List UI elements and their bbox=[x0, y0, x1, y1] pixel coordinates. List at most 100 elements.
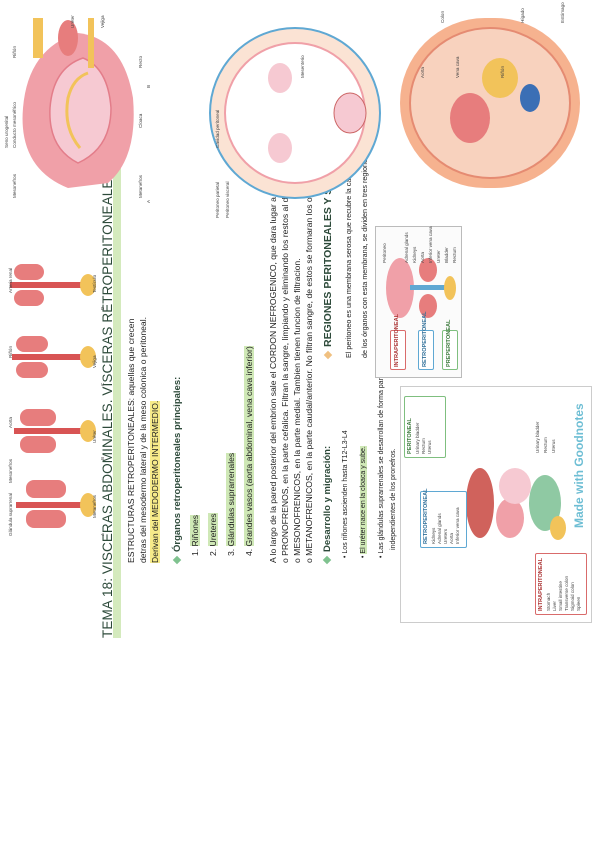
regions-organs-illustration bbox=[386, 258, 456, 318]
organ-item-3: 3. Glándulas suprarrenales bbox=[226, 452, 237, 556]
d1-label-6: Vejiga bbox=[92, 355, 97, 368]
d3-label-6: Ureter bbox=[436, 250, 441, 263]
retro-item-5: Inferior vena cava bbox=[455, 507, 460, 544]
d5-label-1: Peritoneo parietal bbox=[215, 181, 220, 218]
dev-bullet-2-text: El uréter nace en la cloaca y sube. bbox=[360, 446, 367, 554]
stage-letter-c: C bbox=[100, 382, 105, 386]
d3-label-5: Inferior vena cava bbox=[428, 226, 433, 263]
stage-a bbox=[16, 480, 96, 528]
stage-c bbox=[12, 336, 96, 378]
dev-bullet-3-cont: independientes de los pronefros. bbox=[390, 448, 397, 550]
d2-label-5: Conducto mesonéfrico bbox=[12, 102, 17, 148]
organ-text-2: Ureteres bbox=[208, 513, 218, 547]
d2-label-7: Recto bbox=[138, 55, 143, 68]
dev-bullet-1: • Los riñones ascienden hasta T12-L3-L4 bbox=[342, 430, 349, 558]
kidney-migration-diagram bbox=[10, 264, 96, 528]
abdominal-cross-section-diagram bbox=[209, 18, 580, 199]
intraperitoneal-label: INTRAPERITONEAL bbox=[394, 313, 400, 367]
d2-label-1: Mesonefros bbox=[12, 173, 17, 198]
d5-label-10: Estómago bbox=[560, 2, 565, 23]
d2-label-9: Vejiga bbox=[100, 15, 105, 28]
d3-label-1: Peritoneo bbox=[382, 243, 387, 263]
stage-letter-a: A bbox=[100, 532, 105, 536]
retro-item-3: Ureters bbox=[443, 528, 448, 544]
organs-heading: Órganos retroperitoneales principales: bbox=[172, 376, 183, 565]
d2-letter-b: B bbox=[146, 84, 151, 88]
d2-label-6: Seno urogenital bbox=[4, 115, 9, 148]
d1-label-2: Mesonefros bbox=[8, 458, 13, 483]
d5-label-4: Mesenterio bbox=[300, 55, 305, 78]
dev-bullet-2: • El uréter nace en la cloaca y sube. bbox=[360, 446, 367, 558]
d5-label-7: Riñón bbox=[500, 65, 505, 78]
intro-line-3: Derivan del MEDODERMO INTERMEDIO. bbox=[150, 400, 161, 563]
retro-list-title: RETROPERITONEAL bbox=[423, 488, 429, 544]
d3-label-4: Aorta bbox=[420, 252, 425, 263]
diamond-bullet-icon bbox=[323, 350, 333, 360]
stage-d bbox=[10, 264, 96, 306]
d1-label-1: Glándula suprarrenal bbox=[8, 493, 13, 536]
d1-label-4: Uréter bbox=[92, 430, 97, 443]
organ-num-2: 2. bbox=[208, 548, 218, 556]
development-heading-text: Desarrollo y migración: bbox=[322, 445, 333, 552]
organ-num-3: 3. bbox=[226, 548, 236, 556]
organ-item-2: 2. Ureteres bbox=[208, 513, 219, 556]
d3-label-7: Bladder bbox=[444, 247, 449, 263]
d5-label-9: Hígado bbox=[520, 8, 525, 23]
intra-item-4: Transverse colon bbox=[564, 575, 569, 611]
preperitoneal-label: PREPERITONEAL bbox=[446, 319, 452, 367]
intra-item-2: Liver bbox=[552, 601, 557, 611]
organs-heading-text: Órganos retroperitoneales principales: bbox=[172, 376, 183, 552]
organ-text-1: Riñones bbox=[190, 514, 200, 547]
peri-item-1: Urinary bladder bbox=[415, 422, 420, 454]
intro-line-2: detras del mesodermo lateral y de la mes… bbox=[138, 316, 148, 563]
diamond-bullet-icon bbox=[323, 555, 332, 565]
intra-item-5: Sigmoid colon bbox=[570, 582, 575, 611]
d1-label-9: Arteria renal bbox=[8, 267, 13, 293]
organ-text-4: Grandes vasos (aorta abdominal, vena cav… bbox=[244, 346, 254, 547]
retroperitoneal-label: RETROPERITONEAL bbox=[422, 311, 428, 367]
stage-b bbox=[14, 409, 96, 453]
embryo-development-diagram bbox=[22, 18, 134, 188]
d5-label-3: Peritoneo visceral bbox=[225, 181, 230, 218]
d1-label-5: Aorta bbox=[8, 417, 13, 428]
d2-label-3: Cloaca bbox=[138, 113, 143, 128]
d3-label-2: Adrenal glands bbox=[404, 232, 409, 263]
d2-label-8: Uréter bbox=[70, 15, 75, 28]
stage-letter-d: D bbox=[100, 306, 105, 310]
intra-item-6: Spleen bbox=[576, 596, 581, 611]
peri-item-3: Uterus bbox=[427, 440, 432, 454]
d5-label-8: Colon bbox=[440, 10, 445, 23]
intra-item-3: Small intestine bbox=[558, 581, 563, 611]
cylinder-section bbox=[400, 18, 580, 188]
organ-item-4: 4. Grandes vasos (aorta abdominal, vena … bbox=[244, 346, 255, 556]
organ-text-3: Glándulas suprarrenales bbox=[226, 452, 236, 547]
diamond-bullet-icon bbox=[173, 555, 182, 565]
d3-label-8: Rectum bbox=[452, 247, 457, 263]
d5-label-2: Cavidad peritoneal bbox=[215, 109, 220, 148]
retro-item-4: Aorta bbox=[449, 533, 454, 544]
d4-label-1: Urinary bladder bbox=[535, 421, 540, 453]
peri-list-title: PERITONEAL bbox=[407, 418, 413, 454]
d1-label-8: Riñón bbox=[8, 345, 13, 358]
d4-label-2: Rectum bbox=[543, 437, 548, 453]
intra-list-title: INTRAPERITONEAL bbox=[538, 557, 544, 611]
d4-label-3: Uterus bbox=[551, 439, 556, 453]
retro-item-2: Adrenal glands bbox=[437, 513, 442, 544]
peri-item-2: Rectum bbox=[421, 438, 426, 454]
d1-label-3: Metanefros bbox=[92, 495, 97, 518]
intro-line-3-text: Derivan del MEDODERMO INTERMEDIO. bbox=[150, 400, 160, 563]
d1-label-7: Testículo bbox=[92, 274, 97, 293]
d5-label-6: Vena cava bbox=[455, 56, 460, 78]
transverse-section bbox=[209, 27, 381, 199]
organ-item-1: 1. Riñones bbox=[190, 514, 201, 556]
organ-num-4: 4. bbox=[244, 548, 254, 556]
d2-letter-a: A bbox=[146, 199, 151, 203]
dev-line-3: o MESONOFRENICOS, en la parte medial. Ta… bbox=[292, 258, 302, 563]
intra-item-1: Stomach bbox=[546, 592, 551, 611]
d2-label-2: Metanefros bbox=[138, 175, 143, 198]
goodnotes-watermark: Made with Goodnotes bbox=[572, 403, 586, 528]
intro-line-1: ESTRUCTURAS RETROPERITONEALES: aquellas … bbox=[126, 318, 136, 563]
d2-label-4: Riñón bbox=[12, 45, 17, 58]
retro-item-1: Kidneys bbox=[431, 527, 436, 544]
